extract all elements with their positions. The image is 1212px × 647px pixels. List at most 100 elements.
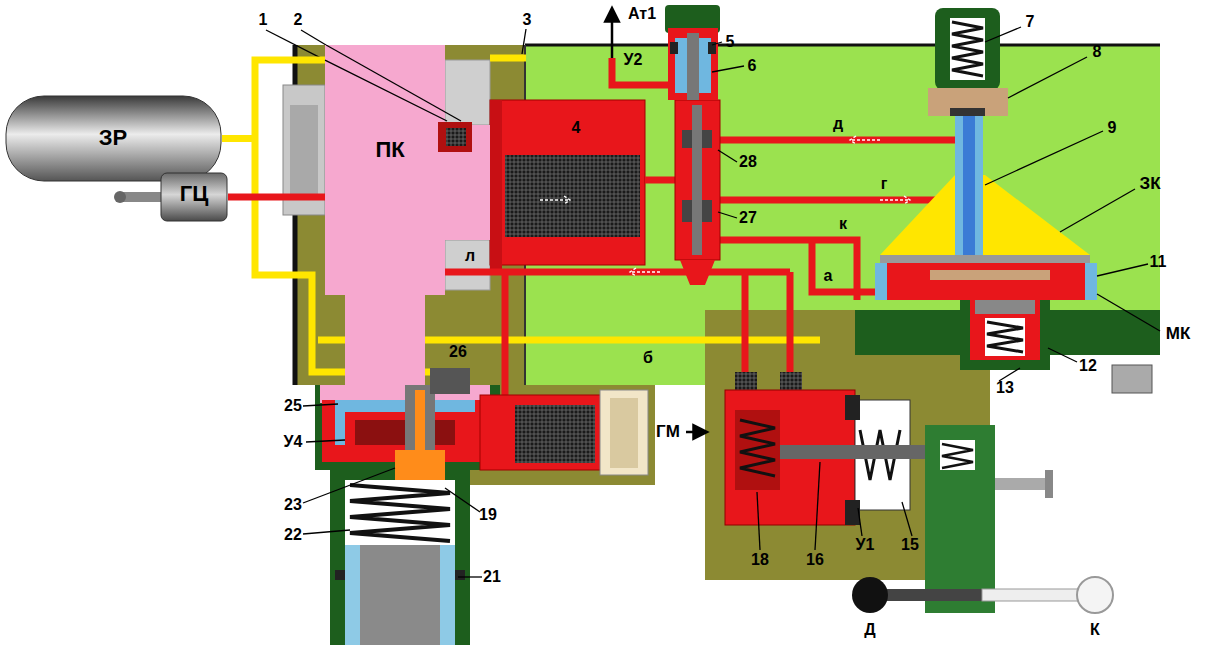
valve-12-13 [970,300,1040,360]
valve-12-13 [960,300,1152,393]
valve-7-9 [880,263,1090,300]
part-label: Д [864,621,875,639]
driver-handle [852,577,888,613]
housing-bodies [470,385,655,485]
callout-number: 25 [284,397,302,415]
leader-lines [303,530,350,534]
leader-lines [458,576,482,577]
callout-number: 4 [572,119,581,137]
valve-5-6 [668,28,718,100]
callout-number: 16 [806,551,824,569]
valve-19-25 [345,545,455,645]
driver-handle [852,425,1113,613]
valve-15-18 [725,372,930,525]
valve-15-18 [780,445,930,459]
node-label: ГЦ [180,181,209,207]
leader-lines [1008,57,1087,98]
valve-27-28 [675,100,720,260]
valve-12-13 [960,300,1050,370]
valve-27-28 [680,260,715,285]
leader-lines [522,29,526,54]
callout-number: 12 [1079,357,1097,375]
callout-number: 22 [284,526,302,544]
leader-lines [266,27,1160,577]
callout-number: 5 [726,33,735,51]
valve-5-6 [665,5,720,100]
leader-lines [445,488,480,512]
filter-4 [505,155,640,237]
part-label: а [824,267,833,285]
valve-15-18 [735,372,757,392]
valve-7-9 [930,270,1050,280]
pipe-connector [222,60,325,139]
leader-line [325,60,447,121]
valve-7-9 [963,116,975,256]
leader-lines [1097,294,1160,331]
leader-lines [985,27,1021,42]
valve-19-25 [415,390,425,460]
valve-7-9 [935,8,1000,90]
valve-19-25 [455,570,465,580]
callout-number: 18 [751,551,769,569]
node-label: ПК [375,137,404,163]
valve-5-6 [687,33,699,100]
valve-12-13 [985,318,1025,356]
flow-arrows [630,268,660,276]
leader-lines [1060,189,1135,232]
callout-number: 27 [739,209,757,227]
leader-lines [718,150,737,162]
valve-5-6 [670,42,678,54]
part-label: У2 [624,51,643,69]
valve-15-18 [780,372,802,392]
driver-handle [995,478,1050,490]
valve-12-13 [1112,365,1152,393]
part-label: ГМ [656,422,680,442]
part-label: Ат1 [628,5,656,23]
leader-lines [306,440,345,442]
red-channels [645,177,678,184]
valve-12-13 [975,300,1035,314]
filter-4 [490,100,502,270]
brake-cylinder-rod [114,191,126,203]
red-channels [812,240,882,292]
valve-27-28 [675,100,720,285]
callout-number: 23 [284,496,302,514]
valve-12-13 [987,322,1023,352]
flow-arrows [850,136,880,144]
part-label: У4 [284,433,303,451]
flow-arrows [540,196,570,204]
leader-lines [1097,264,1148,276]
leader-lines [815,462,820,550]
filter-gm [480,395,605,470]
callout-number: 9 [1108,119,1117,137]
leader-lines [712,42,722,45]
valve-7-9 [875,263,887,300]
part-label: к [839,215,847,233]
driver-handle [1077,577,1113,613]
callout-number: 7 [1026,13,1035,31]
leader-lines [902,502,912,536]
flow-arrows [880,196,910,204]
callout-number: 6 [748,57,757,75]
flow-arrows [540,136,910,276]
valve-19-25 [315,368,500,645]
part-label: б [643,349,653,367]
node-outline [325,45,490,385]
valve-1-mesh [446,128,466,146]
red-channels [445,58,960,395]
filter-gm [600,390,648,475]
brake-cylinder-rod [114,191,162,203]
housing-bodies [295,45,525,385]
driver-handle [925,425,995,613]
chamber-outline [325,45,490,385]
filter-4 [490,100,645,270]
callout-number: 26 [449,343,467,361]
valve-7-9 [880,255,1090,263]
exhaust-arrow [612,14,613,58]
part-label: К [1090,621,1100,639]
leader-lines [858,508,862,536]
node-label: ЗР [99,125,127,151]
driver-handle [1045,470,1053,498]
part-label: г [881,175,888,193]
valve-15-18 [735,410,780,490]
